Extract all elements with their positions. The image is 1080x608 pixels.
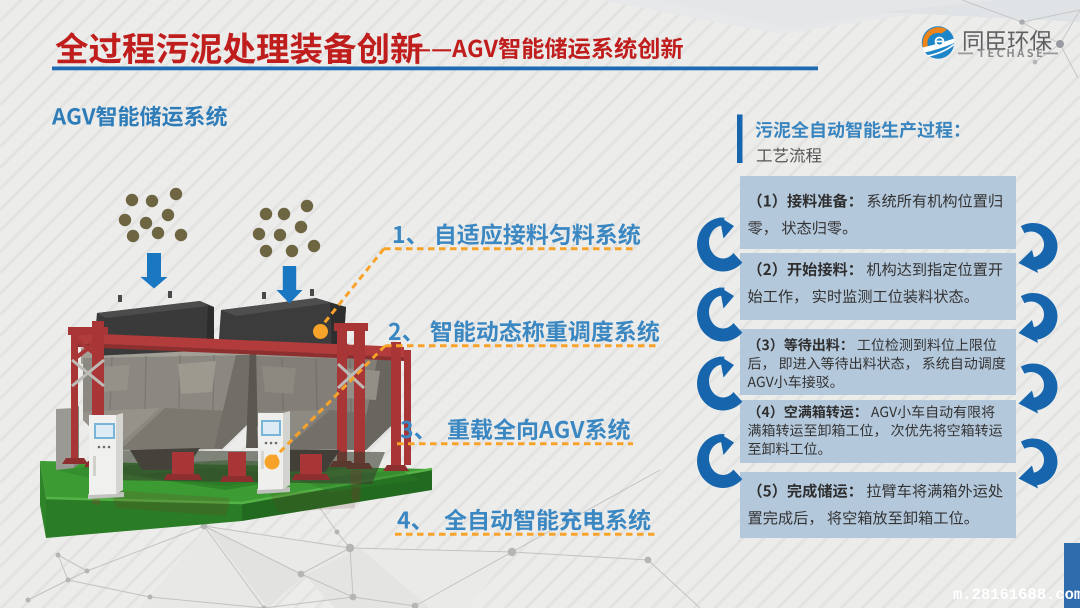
svg-text:m.28161688.com: m.28161688.com — [953, 586, 1080, 604]
